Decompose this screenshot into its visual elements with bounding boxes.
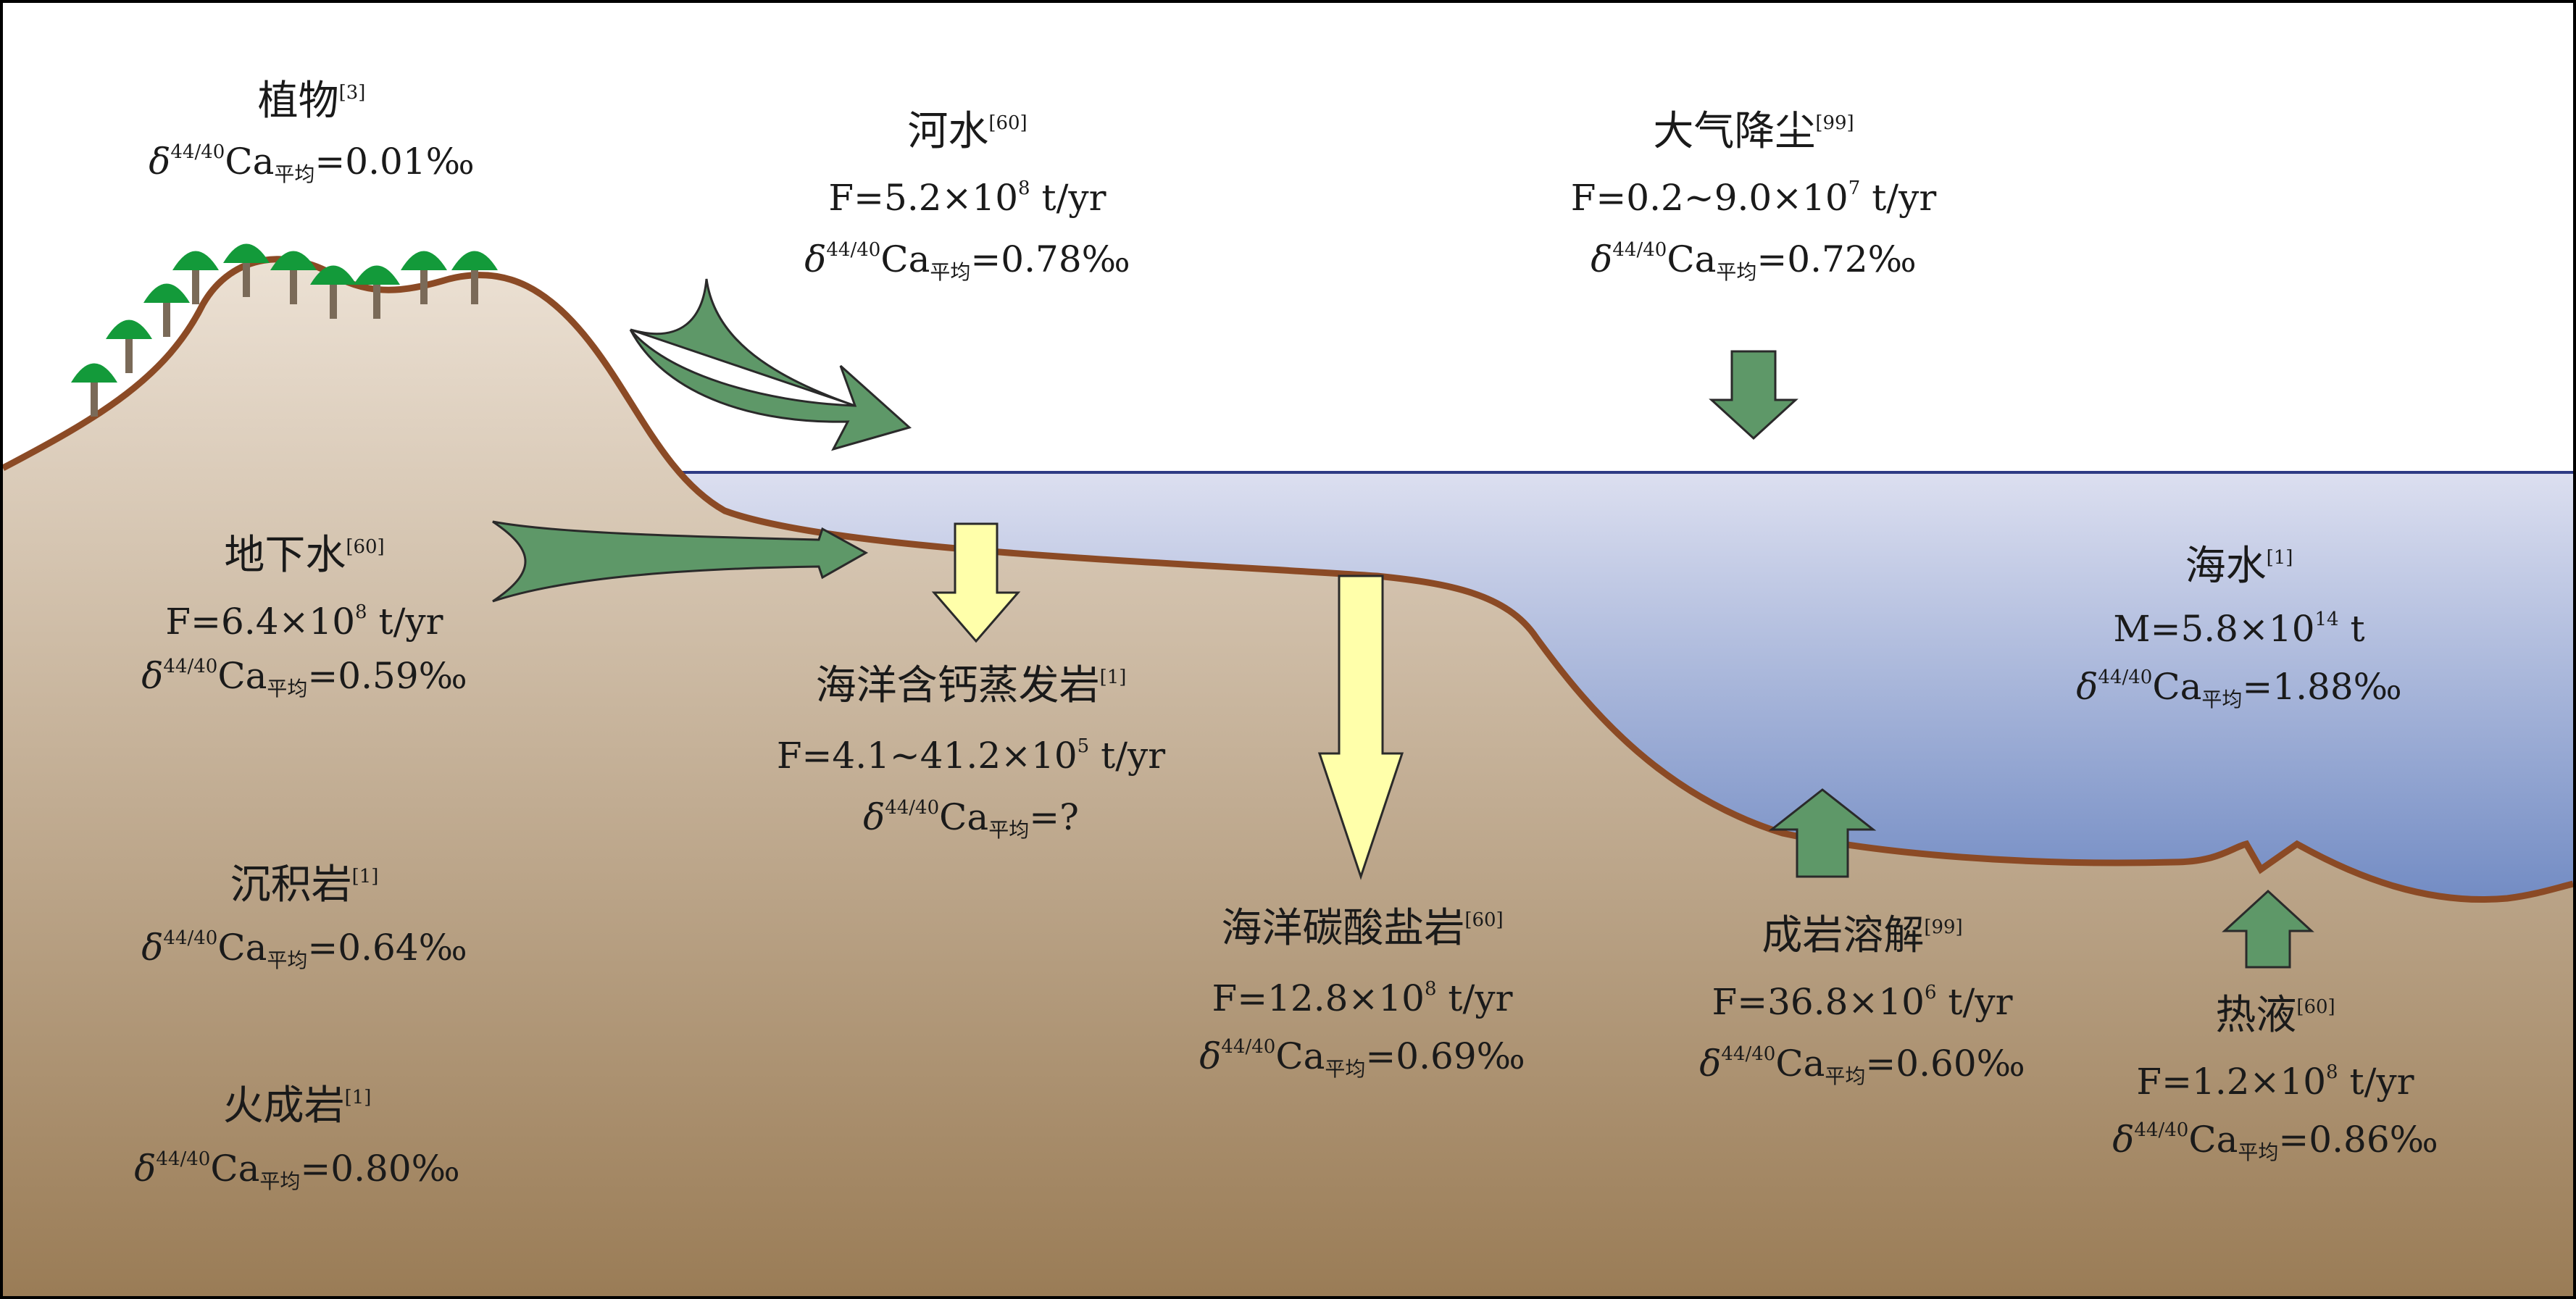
- groundwater-flux: F=6.4×108 t/yr: [165, 601, 443, 643]
- igneous-delta: δ44/40Ca平均=0.80‰: [134, 1148, 459, 1193]
- evaporite-title: 海洋含钙蒸发岩[1]: [816, 662, 1127, 709]
- carbonate-title: 海洋碳酸盐岩[60]: [1221, 905, 1503, 952]
- river-title: 河水[60]: [907, 108, 1027, 155]
- plant-trees: [71, 243, 498, 417]
- hydrothermal-input-arrow: [2222, 889, 2314, 969]
- reservoir-labels: 植物[3] δ44/40Ca平均=0.01‰ 河水[60] F=5.2×108 t/y…: [134, 78, 2438, 1193]
- river-input-arrow: [629, 278, 912, 451]
- label-carbonate: 海洋碳酸盐岩[60] F=12.8×108 t/yr δ44/40Ca平均=0.69…: [1199, 905, 1525, 1081]
- hydrothermal-title: 热液[60]: [2215, 992, 2335, 1039]
- seawater-title: 海水[1]: [2185, 543, 2293, 590]
- tree-icon: [354, 265, 400, 319]
- label-groundwater: 地下水[60] F=6.4×108 t/yr δ44/40Ca平均=0.59‰: [141, 532, 467, 701]
- label-evaporite: 海洋含钙蒸发岩[1] F=4.1~41.2×105 t/yr δ44/40Ca平均=…: [777, 662, 1165, 842]
- tree-icon: [172, 251, 219, 304]
- tree-icon: [451, 251, 498, 304]
- label-seawater: 海水[1] M=5.8×1014 t δ44/40Ca平均=1.88‰: [2076, 543, 2401, 711]
- label-hydrothermal: 热液[60] F=1.2×108 t/yr δ44/40Ca平均=0.86‰: [2112, 992, 2438, 1164]
- sedimentary-delta: δ44/40Ca平均=0.64‰: [141, 927, 467, 972]
- label-igneous: 火成岩[1] δ44/40Ca平均=0.80‰: [134, 1082, 459, 1193]
- dust-flux: F=0.2~9.0×107 t/yr: [1571, 177, 1937, 219]
- evaporite-flux: F=4.1~41.2×105 t/yr: [777, 735, 1165, 777]
- evaporite-delta: δ44/40Ca平均=?: [863, 796, 1079, 842]
- hydrothermal-flux: F=1.2×108 t/yr: [2136, 1061, 2414, 1103]
- tree-icon: [270, 251, 317, 304]
- dust-delta: δ44/40Ca平均=0.72‰: [1591, 238, 1916, 284]
- tree-icon: [106, 319, 152, 373]
- tree-icon: [223, 243, 270, 297]
- diagenesis-title: 成岩溶解[99]: [1762, 912, 1962, 959]
- river-flux: F=5.2×108 t/yr: [828, 177, 1106, 219]
- diagenesis-input-arrow: [1768, 788, 1877, 878]
- dust-input-arrow: [1709, 350, 1798, 440]
- label-dust: 大气降尘[99] F=0.2~9.0×107 t/yr δ44/40Ca平均=0.7…: [1571, 108, 1937, 284]
- tree-icon: [143, 283, 190, 337]
- carbonate-delta: δ44/40Ca平均=0.69‰: [1199, 1035, 1525, 1081]
- igneous-title: 火成岩[1]: [223, 1082, 372, 1129]
- plants-delta: δ44/40Ca平均=0.01‰: [149, 141, 474, 186]
- seawater-delta: δ44/40Ca平均=1.88‰: [2076, 666, 2401, 711]
- land-mass: [3, 259, 2573, 1296]
- seawater-mass: M=5.8×1014 t: [2113, 608, 2364, 650]
- sedimentary-title: 沉积岩[1]: [230, 861, 379, 909]
- plants-title: 植物[3]: [258, 78, 366, 125]
- carbonate-flux: F=12.8×108 t/yr: [1212, 977, 1513, 1019]
- dust-title: 大气降尘[99]: [1653, 108, 1854, 155]
- tree-icon: [71, 363, 117, 417]
- hydrothermal-delta: δ44/40Ca平均=0.86‰: [2112, 1119, 2438, 1164]
- groundwater-input-arrow: [492, 520, 869, 603]
- diagenesis-flux: F=36.8×106 t/yr: [1712, 981, 2013, 1023]
- label-river: 河水[60] F=5.2×108 t/yr δ44/40Ca平均=0.78‰: [804, 108, 1130, 284]
- river-delta: δ44/40Ca平均=0.78‰: [804, 238, 1130, 284]
- groundwater-delta: δ44/40Ca平均=0.59‰: [141, 655, 467, 701]
- evaporite-output-arrow: [931, 522, 1021, 643]
- tree-icon: [310, 265, 357, 319]
- carbonate-output-arrow: [1317, 575, 1404, 880]
- label-plants: 植物[3] δ44/40Ca平均=0.01‰: [149, 78, 474, 186]
- diagenesis-delta: δ44/40Ca平均=0.60‰: [1699, 1043, 2025, 1088]
- label-diagenesis: 成岩溶解[99] F=36.8×106 t/yr δ44/40Ca平均=0.60‰: [1699, 912, 2025, 1088]
- label-sedimentary: 沉积岩[1] δ44/40Ca平均=0.64‰: [141, 861, 467, 972]
- tree-icon: [401, 251, 447, 304]
- groundwater-title: 地下水[60]: [224, 532, 384, 579]
